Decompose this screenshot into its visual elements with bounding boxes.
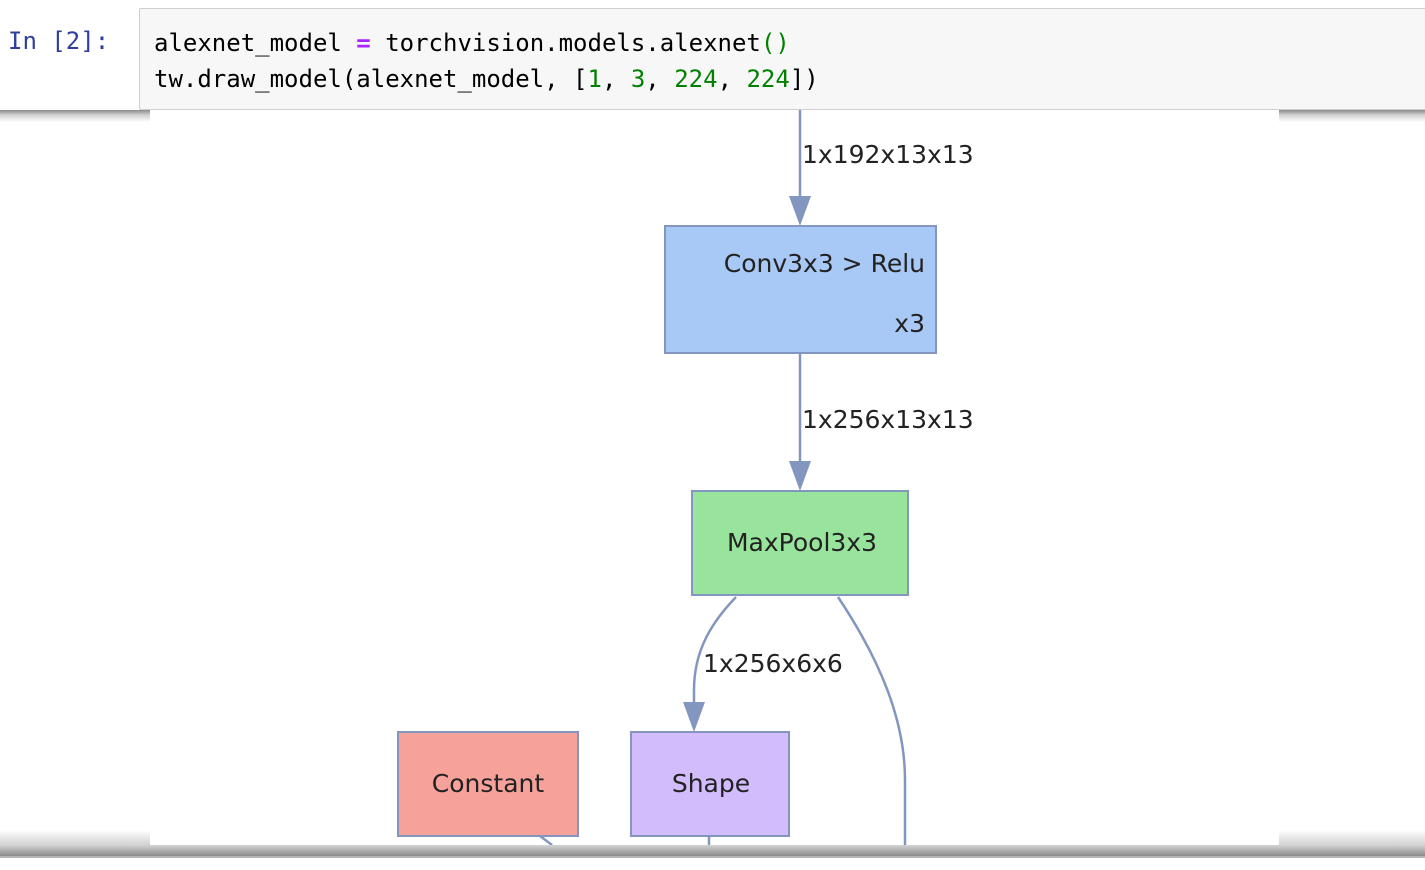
node-conv-relu[interactable]: Conv3x3 > Relu x3	[664, 225, 937, 354]
output-bottom-edge	[0, 856, 1425, 870]
node-maxpool[interactable]: MaxPool3x3	[691, 490, 909, 596]
node-conv-repeat: x3	[894, 309, 925, 338]
edge-label-pool-shape: 1x256x6x6	[703, 649, 843, 678]
node-maxpool-label: MaxPool3x3	[727, 528, 877, 557]
code-number: 1	[587, 65, 602, 93]
code-operator: =	[356, 29, 371, 57]
code-input-area[interactable]: alexnet_model = torchvision.models.alexn…	[139, 8, 1425, 110]
code-separator: ,	[601, 65, 631, 93]
code-token: ])	[789, 65, 819, 93]
code-number: 224	[674, 65, 718, 93]
edge-line	[539, 835, 553, 845]
code-line-1: alexnet_model = torchvision.models.alexn…	[154, 29, 790, 57]
code-token: tw.draw_model(alexnet_model, [	[154, 65, 588, 93]
edge-arrowhead	[789, 461, 811, 491]
code-editor[interactable]: alexnet_model = torchvision.models.alexn…	[154, 25, 819, 97]
node-conv-label: Conv3x3 > Relu	[724, 249, 925, 278]
code-separator: ,	[645, 65, 675, 93]
edge-line	[836, 596, 907, 845]
edge-arrowhead	[789, 196, 811, 226]
code-separator: ,	[717, 65, 747, 93]
edge-line	[692, 596, 737, 716]
node-constant-label: Constant	[432, 769, 545, 798]
code-line-2: tw.draw_model(alexnet_model, [1, 3, 224,…	[154, 65, 819, 93]
edge-in-conv: 1x192x13x13	[789, 110, 974, 226]
code-number: 224	[746, 65, 790, 93]
edge-pool-offscreen	[836, 596, 907, 845]
edge-label-in-conv: 1x192x13x13	[802, 140, 974, 169]
edge-pool-shape: 1x256x6x6	[683, 596, 843, 732]
node-shape-box	[630, 731, 790, 837]
edge-arrowhead	[683, 702, 705, 732]
node-constant-box	[397, 731, 579, 837]
node-shape[interactable]: Shape	[630, 731, 790, 845]
model-graph-svg: 1x192x13x13 Conv3x3 > Relu x3 1x256x13x1…	[397, 110, 974, 845]
code-token: torchvision.models.alexnet	[385, 29, 761, 57]
code-parens: ()	[760, 29, 790, 57]
node-conv-box	[664, 225, 937, 354]
code-number: 3	[630, 65, 646, 93]
node-maxpool-box	[691, 490, 909, 596]
code-token: alexnet_model	[154, 29, 342, 57]
model-graph-output[interactable]: 1x192x13x13 Conv3x3 > Relu x3 1x256x13x1…	[150, 110, 1279, 845]
node-constant[interactable]: Constant	[397, 731, 579, 845]
cell-prompt: In [2]:	[8, 27, 110, 55]
edge-conv-pool: 1x256x13x13	[789, 353, 974, 491]
edge-label-conv-pool: 1x256x13x13	[802, 405, 974, 434]
node-shape-label: Shape	[672, 769, 750, 798]
